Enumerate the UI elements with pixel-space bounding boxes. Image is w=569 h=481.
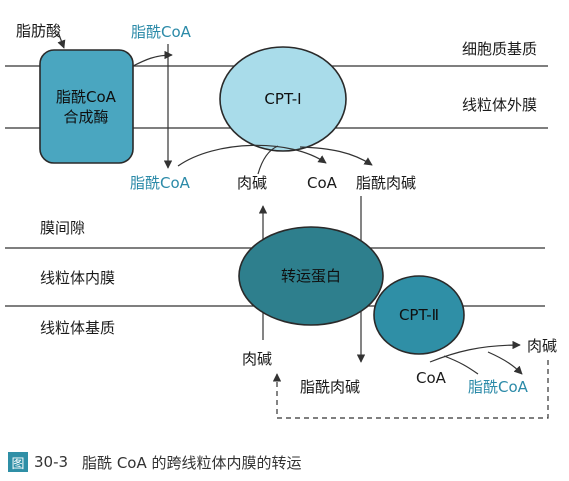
acyl-coa-ims-label: 脂酰CoA — [130, 174, 191, 192]
acylcarnitine-matrix-label: 脂酰肉碱 — [300, 378, 360, 396]
carnitine-in-arrow — [257, 145, 279, 175]
coa-matrix-label: CoA — [416, 369, 447, 387]
carnitine-right-label: 肉碱 — [527, 337, 557, 355]
fatty-acid-label: 脂肪酸 — [16, 22, 61, 40]
cpt1-enzyme — [219, 46, 347, 152]
cpt1-label: CPT-Ⅰ — [264, 90, 301, 108]
cpt1-reaction-curve — [177, 144, 327, 167]
label-cytoplasm-matrix: 细胞质基质 — [462, 40, 537, 58]
acylcarnitine-out-arrow — [299, 146, 373, 166]
cpt2-label: CPT-Ⅱ — [399, 306, 439, 324]
acylcarnitine-ims-label: 脂酰肉碱 — [356, 174, 416, 192]
figure-icon: 图 — [8, 452, 28, 472]
figure-title: 脂酰 CoA 的跨线粒体内膜的转运 — [82, 453, 302, 472]
cpt2-enzyme — [373, 275, 465, 355]
acyl-coa-synthetase-box — [39, 49, 134, 164]
cpt2-acylcoa-out-arrow — [487, 351, 523, 375]
translocase-label: 转运蛋白 — [281, 267, 341, 285]
acyl-coa-top-label: 脂酰CoA — [131, 23, 192, 41]
label-inner-membrane: 线粒体内膜 — [40, 269, 115, 287]
carnitine-matrix-label: 肉碱 — [242, 350, 272, 368]
figure-caption: 图 30-3 脂酰 CoA 的跨线粒体内膜的转运 — [8, 450, 302, 474]
label-intermembrane-space: 膜间隙 — [40, 219, 85, 237]
synthetase-product-arrow — [132, 50, 173, 67]
carnitine-return-dashed-path — [272, 360, 549, 419]
acyl-coa-matrix-label: 脂酰CoA — [468, 378, 529, 396]
acyl-coa-synthetase-label-line2: 合成酶 — [63, 108, 108, 126]
label-mitochondrial-matrix: 线粒体基质 — [40, 319, 115, 337]
cpt2-coa-in-arrow — [443, 355, 479, 375]
fatty-acid-arrow — [57, 31, 66, 49]
acyl-coa-synthetase-label-line1: 脂酰CoA — [56, 88, 117, 106]
carnitine-ims-label: 肉碱 — [237, 174, 267, 192]
cpt2-reaction-curve — [429, 340, 521, 363]
label-outer-membrane: 线粒体外膜 — [462, 96, 537, 114]
translocase-protein — [238, 226, 384, 326]
figure-number: 30-3 — [34, 453, 69, 471]
coa-ims-label: CoA — [307, 174, 338, 192]
